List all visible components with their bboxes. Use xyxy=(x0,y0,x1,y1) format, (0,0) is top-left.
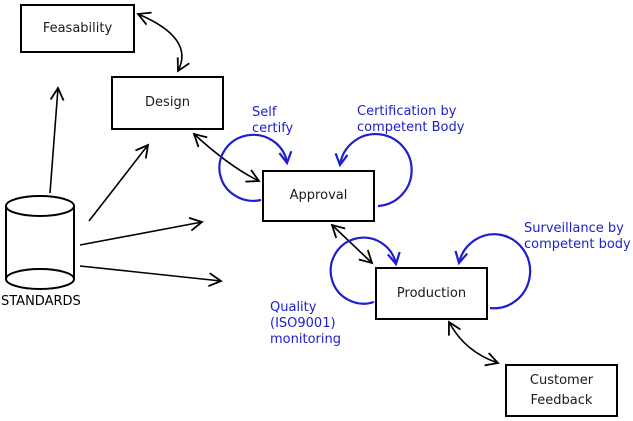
connector-feasability-design xyxy=(136,11,190,73)
arrow-standards-production xyxy=(79,265,223,288)
node-approval-label: Approval xyxy=(289,188,348,203)
standards-cylinder-icon xyxy=(5,195,75,290)
node-feasability: Feasability xyxy=(20,4,135,53)
node-design: Design xyxy=(111,76,224,130)
arrow-standards-feasability xyxy=(49,86,65,194)
arrow-standards-design xyxy=(88,143,150,222)
annotation-quality: Quality (ISO9001) monitoring xyxy=(270,300,341,347)
node-feasability-label: Feasability xyxy=(42,20,113,36)
arrow-standards-approval xyxy=(79,216,204,246)
annotation-certification: Certification by competent Body xyxy=(357,104,465,135)
standards-label: STANDARDS xyxy=(1,294,81,309)
connector-design-approval xyxy=(192,132,261,183)
node-customer-feedback-label: Customer Feedback xyxy=(529,372,594,408)
annotation-self-certify: Self certify xyxy=(252,105,294,136)
connector-approval-production xyxy=(330,223,374,265)
node-production-label: Production xyxy=(396,285,467,301)
annotation-surveillance: Surveillance by competent body xyxy=(524,221,631,252)
node-design-label: Design xyxy=(145,95,190,110)
node-customer-feedback: Customer Feedback xyxy=(505,364,618,417)
node-approval: Approval xyxy=(262,170,375,222)
node-production: Production xyxy=(375,267,488,320)
connector-production-feedback xyxy=(448,320,500,367)
